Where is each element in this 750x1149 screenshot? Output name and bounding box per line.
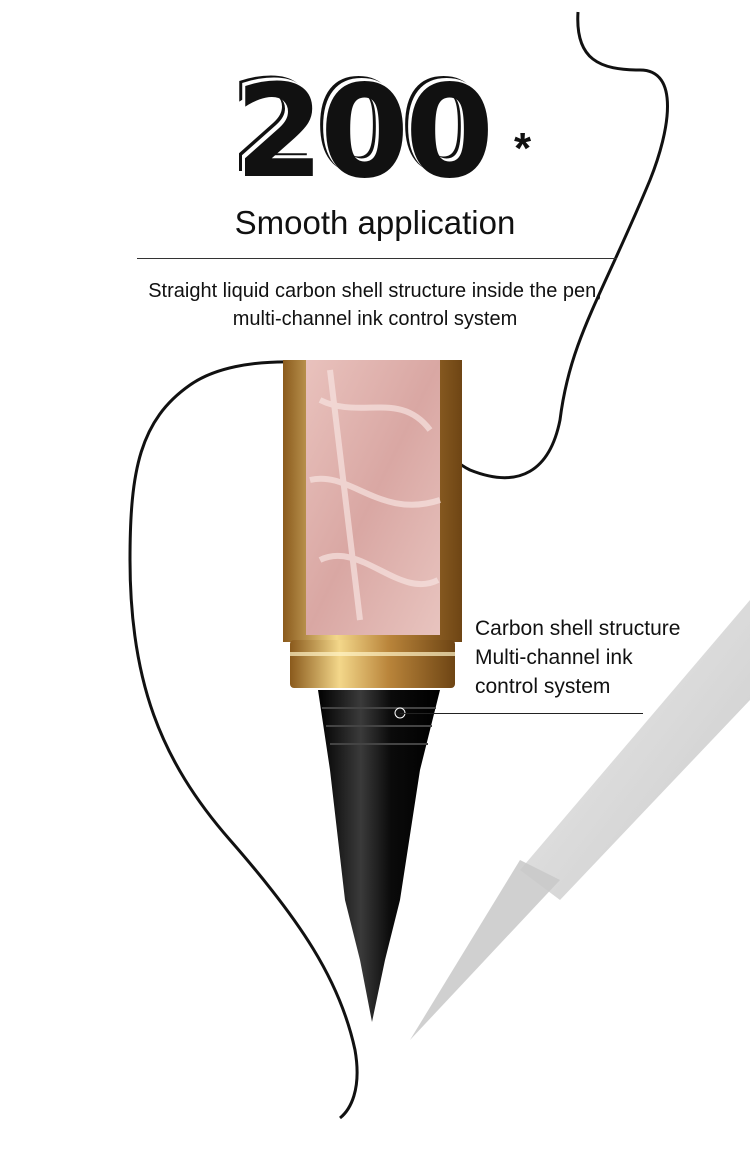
callout-leader-line <box>400 713 643 714</box>
callout-line-3: control system <box>475 675 611 698</box>
headline-number: 200 <box>234 58 494 207</box>
pen <box>283 360 462 1022</box>
callout-line-2: Multi-channel ink <box>475 646 633 669</box>
callout-line-1: Carbon shell structure <box>475 617 681 640</box>
pen-shadow <box>410 600 750 1040</box>
asterisk: * <box>514 124 532 173</box>
divider <box>137 258 617 259</box>
description-line-1: Straight liquid carbon shell structure i… <box>148 280 602 302</box>
description-line-2: multi-channel ink control system <box>232 308 518 330</box>
headline-subtitle: Smooth application <box>234 204 516 241</box>
